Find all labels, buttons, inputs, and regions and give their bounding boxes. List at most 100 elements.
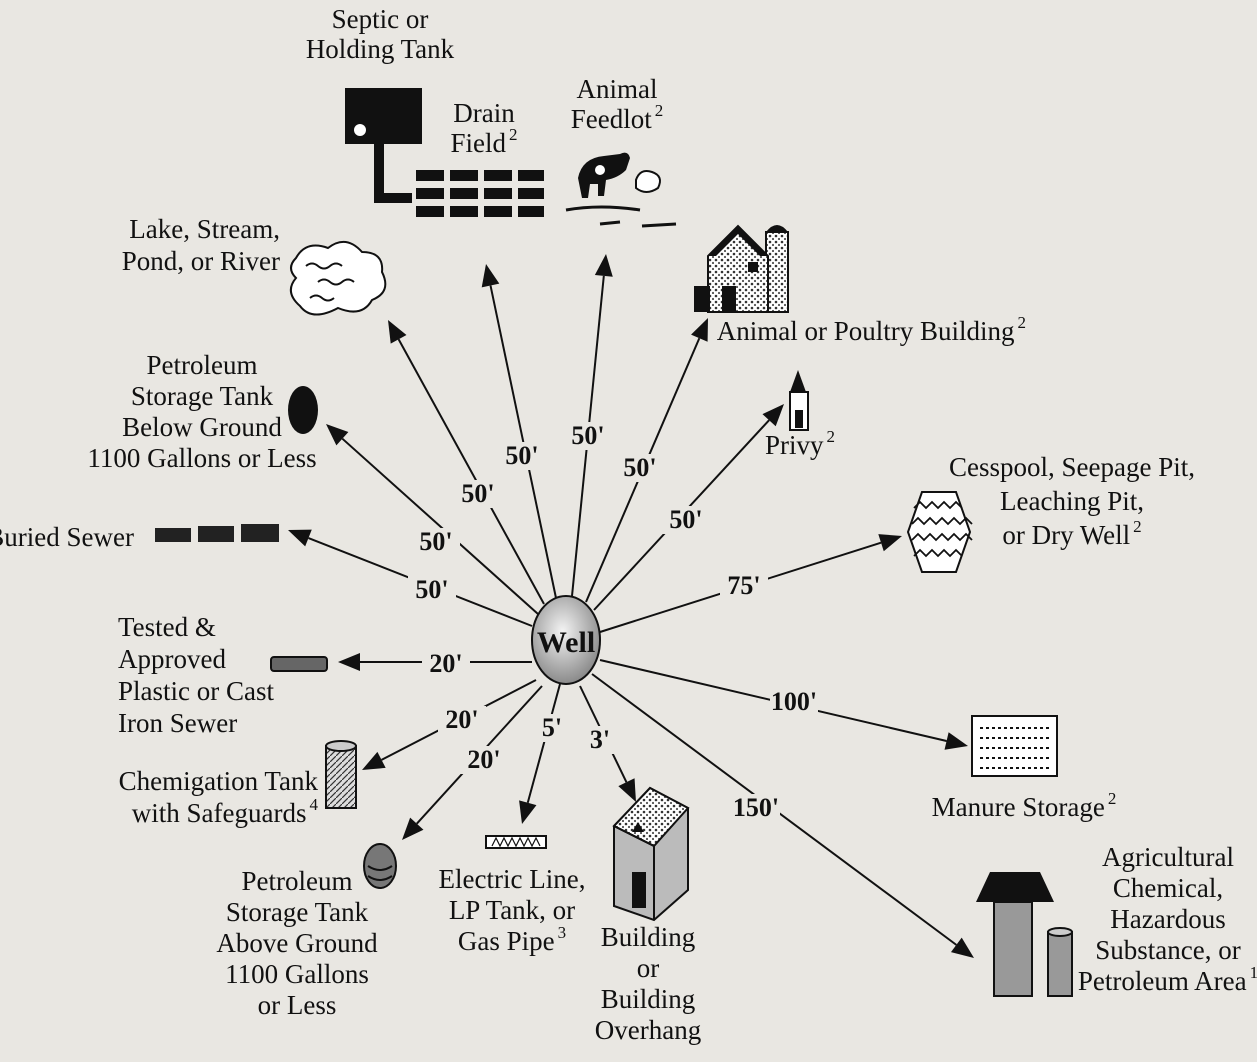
lake-arrowhead [388, 320, 407, 344]
lake-arrow-line [397, 338, 545, 605]
poultry-distance-label: 50' [623, 453, 656, 482]
cesspool-distance-label: 75' [727, 571, 760, 600]
cesspool-label-line: Cesspool, Seepage Pit, [949, 452, 1195, 482]
privy-distance-bg [662, 506, 710, 534]
petro-above-label-line: Petroleum [242, 866, 353, 896]
well-label: Well [537, 626, 595, 659]
drain-distance-label: 50' [505, 441, 538, 470]
manure-footnote: 2 [1108, 789, 1117, 808]
lake-distance-bg [454, 480, 502, 508]
manure-distance-label: 100' [771, 687, 817, 716]
tested-label-line: Iron Sewer [118, 708, 237, 738]
barn-icon [694, 224, 789, 313]
lake-label-line: Lake, Stream, [129, 214, 280, 244]
building-label-line: Building [601, 984, 696, 1014]
petro-above-label-line: Storage Tank [226, 897, 369, 927]
privy-distance-label: 50' [669, 505, 702, 534]
septic-label-line: Septic or [332, 4, 429, 34]
drain-arrow-line [489, 285, 557, 599]
building-arrowhead [618, 778, 636, 802]
septic-tank-icon [345, 88, 422, 203]
agchem-label-line: Substance, or [1095, 935, 1240, 965]
petro-below-label-line: Petroleum [147, 350, 258, 380]
electric-footnote: 3 [558, 923, 567, 942]
petro-above-label-line: Above Ground [216, 928, 378, 958]
petro-above-distance-label: 20' [467, 745, 500, 774]
poultry-arrowhead [691, 318, 708, 342]
petro-below-arrow-line [341, 437, 539, 615]
tested-label-line: Plastic or Cast [118, 676, 274, 706]
petro-above-label-line: or Less [258, 990, 337, 1020]
buried-sewer-icon [155, 524, 279, 542]
feedlot-distance-label: 50' [571, 421, 604, 450]
manure-storage-icon [971, 715, 1058, 777]
petro-above-distance-bg [460, 746, 508, 774]
aboveground-tank-icon [363, 843, 397, 889]
agchem-footnote: 1 [1250, 963, 1257, 982]
chemigation-arrowhead [362, 751, 386, 770]
feedlot-label-line: Animal [577, 74, 658, 104]
drain-label-line: Drain [453, 98, 515, 128]
well-node: Well [531, 595, 601, 685]
petro-below-label-line: Storage Tank [131, 381, 274, 411]
building-icon [612, 786, 690, 922]
electric-distance-label: 5' [542, 713, 562, 742]
agchem-label-line: Chemical, [1113, 873, 1223, 903]
drain-arrowhead [481, 264, 500, 288]
tested-label-line: Approved [118, 644, 226, 674]
agchem-distance-bg [732, 794, 780, 822]
building-label-line: Building [601, 922, 696, 952]
cow-icon [565, 152, 677, 228]
privy-footnote: 2 [827, 427, 836, 446]
agchem-distance-label: 150' [733, 793, 779, 822]
lake-distance-label: 50' [461, 479, 494, 508]
cesspool-label-line: Leaching Pit, [1000, 486, 1144, 516]
petro-below-distance-bg [412, 528, 460, 556]
chemigation-label-line: Chemigation Tank [119, 766, 319, 796]
building-distance-label: 3' [590, 725, 610, 754]
poultry-distance-bg [616, 454, 664, 482]
electric-arrow-line [526, 683, 561, 804]
petro-above-label-line: 1100 Gallons [225, 959, 369, 989]
cesspool-icon [906, 491, 973, 573]
electric-line-icon [485, 835, 547, 849]
lake-label-line: Pond, or River [122, 246, 280, 276]
cesspool-arrowhead [878, 534, 902, 552]
underground-tank-icon [288, 386, 318, 434]
chemigation-footnote: 4 [310, 795, 319, 814]
tested-distance-label: 20' [429, 649, 462, 678]
petro-below-label-line: Below Ground [122, 412, 282, 442]
electric-label-line: LP Tank, or [449, 895, 575, 925]
cesspool-footnote: 2 [1133, 517, 1142, 536]
manure-arrowhead [944, 732, 968, 750]
agricultural-chemical-icon [976, 872, 1073, 997]
electric-arrowhead [519, 800, 537, 824]
feedlot-arrowhead [594, 254, 613, 277]
building-label-line: or [637, 953, 660, 983]
sewer-distance-label: 50' [415, 575, 448, 604]
building-label-line: Overhang [595, 1015, 701, 1045]
chemigation-distance-bg [438, 706, 486, 734]
feedlot-distance-bg [564, 422, 612, 450]
drain-distance-bg [498, 442, 546, 470]
sewer-label-line: Buried Sewer [0, 522, 134, 552]
building-distance-bg [576, 726, 624, 754]
plastic-sewer-pipe-icon [270, 656, 328, 672]
drain-field-icon [416, 170, 544, 217]
tested-arrowhead [338, 653, 360, 671]
electric-distance-bg [528, 714, 576, 742]
sewer-arrowhead [288, 529, 312, 547]
petro-below-distance-label: 50' [419, 527, 452, 556]
privy-icon [789, 370, 809, 431]
tested-distance-bg [422, 650, 470, 678]
